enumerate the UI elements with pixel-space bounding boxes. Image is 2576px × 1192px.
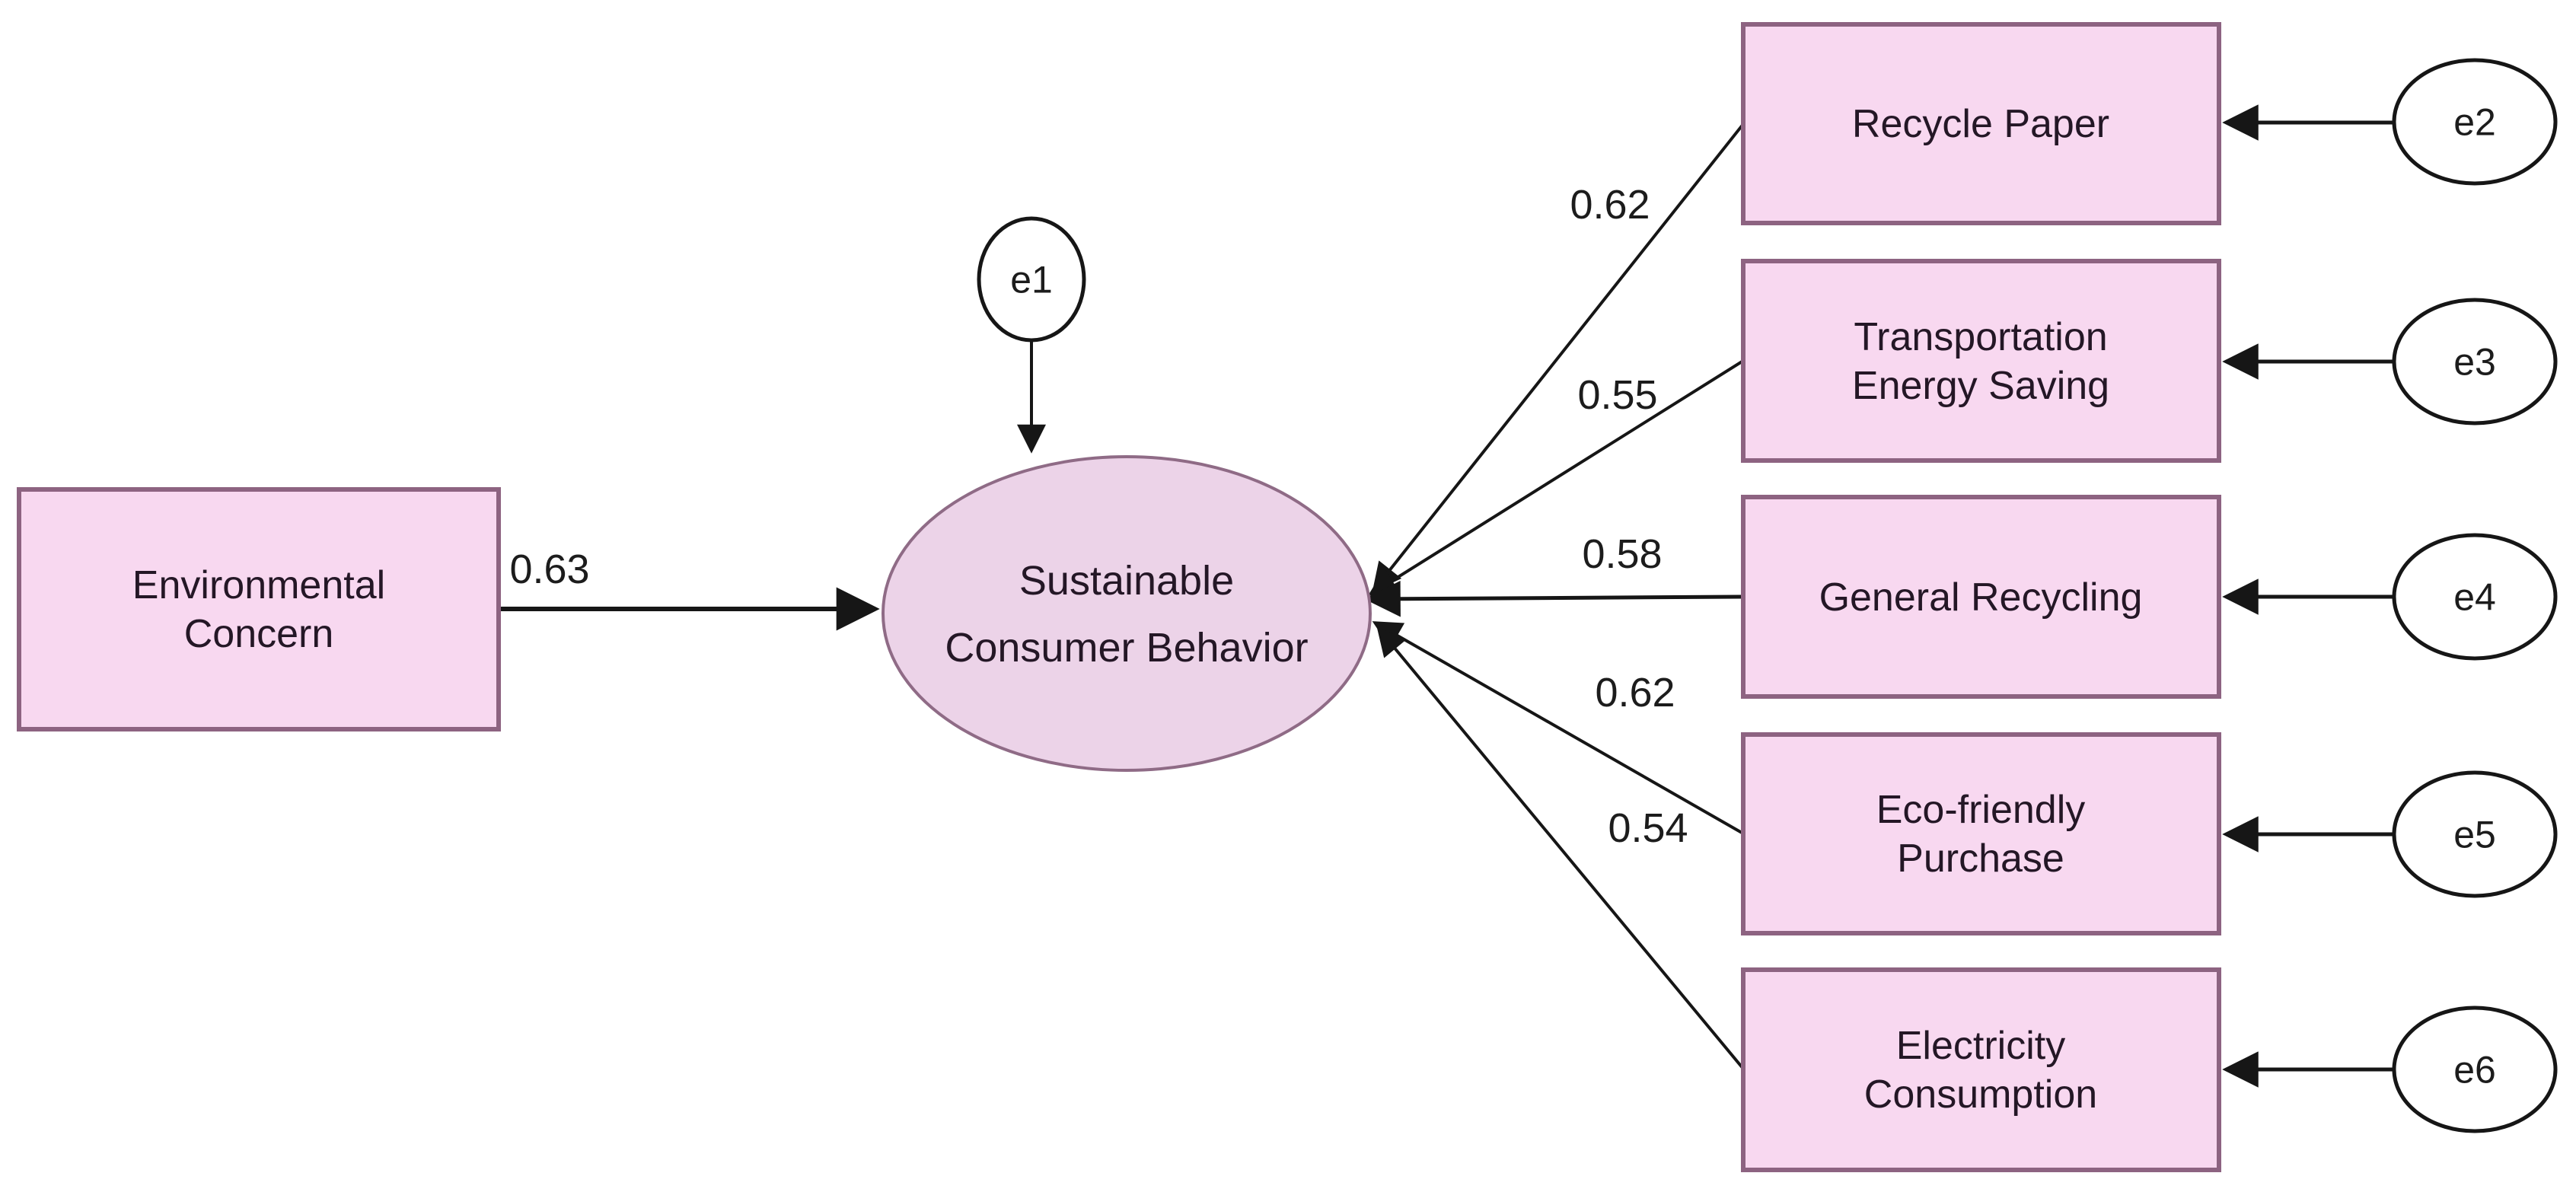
error-circle-e4-label: e4 — [2453, 576, 2496, 619]
indicator-box-recycle-paper-label: Recycle Paper — [1852, 102, 2109, 146]
coefficient-general-recycling: 0.58 — [1582, 531, 1662, 577]
exogenous-box-environmental-concern — [17, 487, 501, 731]
error-circle-e2 — [2392, 58, 2558, 186]
indicator-box-electricity-consumption — [1741, 967, 2221, 1172]
exogenous-box-environmental-concern-label-line-2: Concern — [184, 612, 334, 656]
indicator-box-transportation-energy-saving-label-line-1: Transportation — [1854, 315, 2107, 359]
coefficient-recycle-paper: 0.62 — [1570, 182, 1650, 228]
error-circle-e2-label-line-1: e2 — [2453, 101, 2496, 144]
error-circle-e4-label-line-1: e4 — [2453, 576, 2496, 619]
indicator-box-eco-friendly-purchase-label-line-2: Purchase — [1897, 837, 2064, 881]
latent-ellipse-sustainable-consumer-behavior-label-line-2: Consumer Behavior — [945, 625, 1308, 671]
indicator-box-general-recycling-label-line-1: General Recycling — [1819, 575, 2143, 620]
error-circle-e5 — [2392, 770, 2558, 898]
error-circle-e3-label-line-1: e3 — [2453, 341, 2496, 384]
error-circle-e6-label: e6 — [2453, 1049, 2496, 1092]
error-circle-e1-label: e1 — [1010, 259, 1053, 301]
path-transportation-energy-saving-to-latent — [1367, 359, 1745, 597]
error-circle-e5-label: e5 — [2453, 814, 2496, 856]
coefficient-labels-layer: 0.63 0.62 0.55 0.58 0.62 0.54 — [509, 182, 1688, 851]
error-circle-e4 — [2392, 533, 2558, 661]
path-electricity-consumption-to-latent — [1376, 626, 1745, 1070]
latent-ellipse-sustainable-consumer-behavior — [882, 455, 1372, 772]
error-circle-e3 — [2392, 298, 2558, 425]
error-circle-e1 — [977, 216, 1086, 343]
coefficient-eco-friendly-purchase: 0.62 — [1595, 670, 1675, 716]
path-recycle-paper-to-latent — [1372, 123, 1745, 592]
indicator-box-recycle-paper-label-line-1: Recycle Paper — [1852, 102, 2109, 146]
path-general-recycling-to-latent — [1364, 580, 1744, 617]
error-circle-e2-label: e2 — [2453, 101, 2496, 144]
indicator-box-eco-friendly-purchase — [1741, 732, 2221, 935]
error-circle-e6-label-line-1: e6 — [2453, 1049, 2496, 1092]
coefficient-transportation-energy-saving: 0.55 — [1577, 372, 1657, 418]
edges-layer — [499, 104, 2394, 1088]
error-circle-e5-label-line-1: e5 — [2453, 814, 2496, 856]
path-eco-friendly-purchase-to-latent — [1372, 621, 1744, 835]
error-circle-e1-label-line-1: e1 — [1010, 259, 1053, 301]
coefficient-environmental-concern: 0.63 — [509, 547, 589, 592]
error-circle-e6 — [2392, 1006, 2558, 1133]
indicator-box-general-recycling — [1741, 495, 2221, 699]
indicator-box-general-recycling-label: General Recycling — [1819, 575, 2143, 620]
exogenous-box-environmental-concern-label-line-1: Environmental — [132, 563, 385, 607]
indicator-box-transportation-energy-saving — [1741, 259, 2221, 463]
indicator-box-eco-friendly-purchase-label-line-1: Eco-friendly — [1876, 788, 2086, 832]
latent-ellipse-sustainable-consumer-behavior-label-line-1: Sustainable — [1019, 558, 1234, 604]
error-circle-e3-label: e3 — [2453, 341, 2496, 384]
indicator-box-electricity-consumption-label-line-1: Electricity — [1896, 1024, 2065, 1068]
indicator-box-recycle-paper — [1741, 22, 2221, 225]
indicator-box-electricity-consumption-label-line-2: Consumption — [1864, 1072, 2097, 1117]
indicator-box-transportation-energy-saving-label-line-2: Energy Saving — [1852, 364, 2109, 408]
coefficient-electricity-consumption: 0.54 — [1608, 805, 1688, 851]
